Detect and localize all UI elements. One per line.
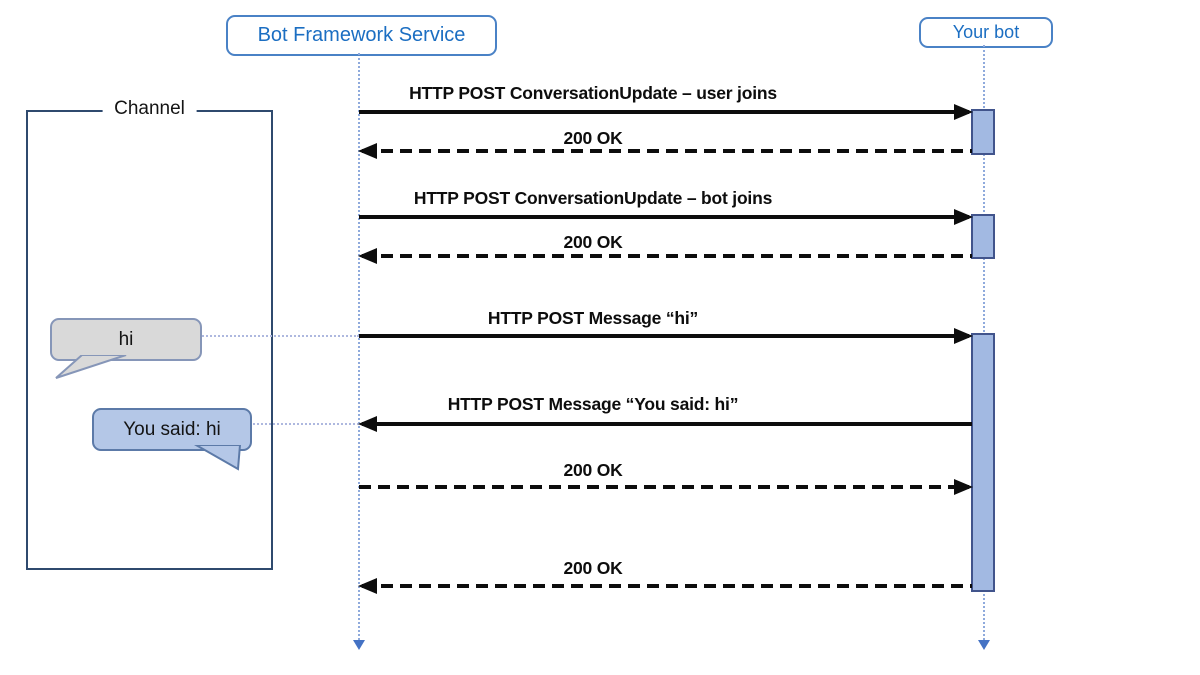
chat-bubble-bot-tail: [193, 445, 242, 471]
message-label: 200 OK: [563, 128, 623, 148]
arrowhead-right-icon: [954, 209, 973, 225]
message-label: HTTP POST Message “You said: hi”: [447, 394, 739, 414]
arrow-line: [362, 422, 972, 426]
actor-your-bot-label: Your bot: [952, 22, 1020, 42]
actor-your-bot: Your bot: [919, 17, 1053, 48]
activation-bar: [971, 333, 995, 592]
arrowhead-left-icon: [358, 416, 377, 432]
arrowhead-left-icon: [358, 578, 377, 594]
message-arrow-solid-right: [359, 209, 973, 225]
chat-bubble-user: hi: [50, 318, 202, 361]
chat-bubble-user-tail: [55, 355, 127, 379]
arrowhead-right-icon: [954, 479, 973, 495]
message-label: HTTP POST ConversationUpdate – user join…: [409, 83, 777, 103]
arrow-line: [359, 215, 969, 219]
message-arrow-dashed-left: [358, 248, 972, 264]
message-arrow-solid-right: [359, 328, 973, 344]
actor-bot-framework-service: Bot Framework Service: [226, 15, 497, 56]
bubble-connector-user: [199, 335, 359, 337]
channel-label: Channel: [102, 98, 197, 120]
arrow-line: [362, 584, 972, 588]
message-label: 200 OK: [563, 232, 623, 252]
bubble-connector-bot: [249, 423, 359, 425]
channel-box: Channel: [26, 98, 273, 570]
message-arrow-dashed-right: [359, 479, 973, 495]
message-arrow-dashed-left: [358, 143, 972, 159]
arrow-line: [362, 149, 972, 153]
activation-bar: [971, 109, 995, 155]
arrow-line: [359, 334, 969, 338]
activation-bar: [971, 214, 995, 259]
message-label: 200 OK: [563, 460, 623, 480]
arrowhead-left-icon: [358, 248, 377, 264]
message-label: 200 OK: [563, 558, 623, 578]
arrow-line: [359, 485, 969, 489]
lifeline-end-arrow-icon: [978, 640, 990, 650]
arrow-line: [359, 110, 969, 114]
arrowhead-right-icon: [954, 104, 973, 120]
arrowhead-right-icon: [954, 328, 973, 344]
message-arrow-dashed-left: [358, 578, 972, 594]
chat-bubble-bot: You said: hi: [92, 408, 252, 451]
lifeline-end-arrow-icon: [353, 640, 365, 650]
chat-bubble-user-text: hi: [118, 328, 134, 350]
chat-bubble-bot-text: You said: hi: [123, 418, 221, 440]
message-label: HTTP POST Message “hi”: [487, 308, 699, 328]
message-arrow-solid-left: [358, 416, 972, 432]
arrow-line: [362, 254, 972, 258]
lifeline-bot-framework-service: [358, 53, 360, 640]
message-label: HTTP POST ConversationUpdate – bot joins: [413, 188, 773, 208]
message-arrow-solid-right: [359, 104, 973, 120]
actor-bot-framework-service-label: Bot Framework Service: [257, 24, 466, 46]
arrowhead-left-icon: [358, 143, 377, 159]
